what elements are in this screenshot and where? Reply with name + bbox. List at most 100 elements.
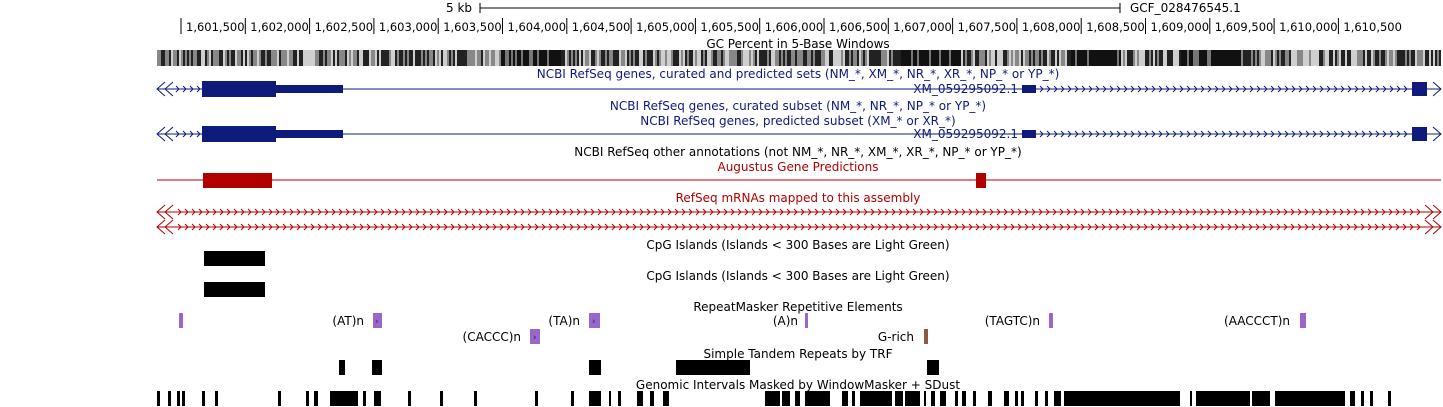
masked-interval[interactable]: [609, 391, 611, 406]
masked-interval[interactable]: [363, 391, 366, 406]
masked-interval[interactable]: [440, 391, 443, 406]
refseq-all-gene-model[interactable]: [156, 81, 1442, 97]
tandem-repeat[interactable]: [589, 360, 601, 375]
windowmasker-intervals[interactable]: [157, 391, 1391, 406]
tandem-repeat[interactable]: [927, 360, 939, 375]
masked-interval[interactable]: [805, 391, 830, 406]
masked-interval[interactable]: [157, 391, 160, 406]
masked-interval[interactable]: [1361, 391, 1364, 406]
ruler-tick-label: 1,603,000: [379, 20, 438, 34]
masked-interval[interactable]: [182, 391, 185, 406]
masked-interval[interactable]: [1370, 391, 1373, 406]
masked-interval[interactable]: [1252, 391, 1270, 406]
tandem-repeat[interactable]: [676, 360, 750, 375]
tandem-repeat[interactable]: [339, 360, 345, 375]
masked-interval[interactable]: [177, 391, 180, 406]
refseq-all-track[interactable]: NCBI RefSeq genes, curated and predicted…: [156, 67, 1442, 97]
refseq-predicted-gene-name[interactable]: XM_059295092.1: [913, 127, 1018, 141]
gene-exon[interactable]: [1412, 82, 1427, 96]
masked-interval[interactable]: [1054, 391, 1061, 406]
masked-interval[interactable]: [278, 391, 281, 406]
cpg-islands-track-2[interactable]: CpG Islands (Islands < 300 Bases are Lig…: [204, 269, 950, 297]
masked-interval[interactable]: [314, 391, 318, 406]
masked-interval[interactable]: [215, 391, 218, 406]
cpg-islands-track[interactable]: CpG Islands (Islands < 300 Bases are Lig…: [204, 238, 950, 266]
gene-utr[interactable]: [1022, 130, 1036, 138]
masked-interval[interactable]: [1350, 391, 1355, 406]
gene-utr[interactable]: [1022, 85, 1036, 93]
refseq-curated-track[interactable]: NCBI RefSeq genes, curated subset (NM_*,…: [610, 99, 986, 113]
gene-exon[interactable]: [202, 81, 276, 97]
cpg-island[interactable]: [204, 282, 265, 297]
augustus-exon[interactable]: [976, 173, 986, 188]
masked-interval[interactable]: [535, 391, 538, 406]
repeat-element-a[interactable]: [805, 313, 808, 328]
masked-interval[interactable]: [1190, 391, 1192, 406]
masked-interval[interactable]: [782, 391, 790, 406]
masked-interval[interactable]: [571, 391, 574, 406]
masked-interval[interactable]: [374, 391, 381, 406]
refseq-predicted-track[interactable]: NCBI RefSeq genes, predicted subset (XM_…: [156, 114, 1442, 142]
masked-interval[interactable]: [637, 391, 643, 406]
masked-interval[interactable]: [1015, 391, 1018, 406]
refseq-other-track[interactable]: NCBI RefSeq other annotations (not NM_*,…: [574, 145, 1021, 159]
masked-interval[interactable]: [955, 391, 958, 406]
masked-interval[interactable]: [1021, 391, 1024, 406]
repeat-element[interactable]: [179, 313, 183, 328]
masked-interval[interactable]: [1196, 391, 1250, 406]
masked-interval[interactable]: [618, 391, 621, 406]
masked-interval[interactable]: [1004, 391, 1009, 406]
masked-interval[interactable]: [589, 391, 601, 406]
masked-interval[interactable]: [924, 391, 926, 406]
masked-interval[interactable]: [931, 391, 935, 406]
refseq-mrna-alignments[interactable]: [156, 204, 1442, 235]
gene-utr[interactable]: [276, 85, 343, 93]
repeat-element-caccc[interactable]: [530, 329, 540, 344]
masked-interval[interactable]: [973, 391, 976, 406]
refseq-all-gene-name[interactable]: XM_059295092.1: [913, 82, 1018, 96]
masked-interval[interactable]: [860, 391, 892, 406]
gene-exon[interactable]: [1412, 127, 1427, 141]
trf-track[interactable]: Simple Tandem Repeats by TRF: [339, 347, 939, 375]
masked-interval[interactable]: [306, 391, 309, 406]
masked-interval[interactable]: [168, 391, 171, 406]
refseq-mrna-track[interactable]: RefSeq mRNAs mapped to this assembly: [156, 191, 1442, 235]
augustus-exon[interactable]: [203, 173, 272, 188]
augustus-track[interactable]: Augustus Gene Predictions: [157, 160, 1441, 188]
masked-interval[interactable]: [202, 391, 205, 406]
repeat-element-aaccct[interactable]: [1300, 313, 1306, 328]
masked-interval[interactable]: [765, 391, 780, 406]
masked-interval[interactable]: [650, 391, 654, 406]
masked-interval[interactable]: [905, 391, 920, 406]
masked-interval[interactable]: [962, 391, 966, 406]
masked-interval[interactable]: [795, 391, 800, 406]
gc-percent-track[interactable]: GC Percent in 5-Base Windows: [157, 37, 1441, 66]
masked-interval[interactable]: [408, 391, 411, 406]
masked-interval[interactable]: [940, 391, 946, 406]
masked-interval[interactable]: [663, 391, 669, 406]
tandem-repeat[interactable]: [372, 360, 382, 375]
repeat-element-tagtc[interactable]: [1049, 313, 1053, 328]
windowmasker-track[interactable]: Genomic Intervals Masked by WindowMasker…: [157, 378, 1391, 406]
masked-interval[interactable]: [1064, 391, 1180, 406]
repeat-element-grich[interactable]: [924, 329, 928, 344]
masked-interval[interactable]: [988, 391, 992, 406]
masked-interval[interactable]: [474, 391, 477, 406]
masked-interval[interactable]: [1275, 391, 1345, 406]
masked-interval[interactable]: [852, 391, 855, 406]
masked-interval[interactable]: [330, 391, 358, 406]
refseq-predicted-gene-model[interactable]: [156, 126, 1442, 142]
masked-interval[interactable]: [1035, 391, 1038, 406]
masked-interval[interactable]: [895, 391, 903, 406]
repeatmasker-track[interactable]: RepeatMasker Repetitive Elements (AT)n ›…: [179, 300, 1306, 344]
repeat-element-ta[interactable]: [589, 313, 600, 328]
repeat-element-at[interactable]: [373, 313, 382, 328]
masked-interval[interactable]: [1388, 391, 1391, 406]
gene-utr[interactable]: [276, 130, 343, 138]
masked-interval[interactable]: [842, 391, 848, 406]
gene-exon[interactable]: [202, 126, 276, 142]
cpg-island[interactable]: [204, 251, 265, 266]
masked-interval[interactable]: [1045, 391, 1048, 406]
